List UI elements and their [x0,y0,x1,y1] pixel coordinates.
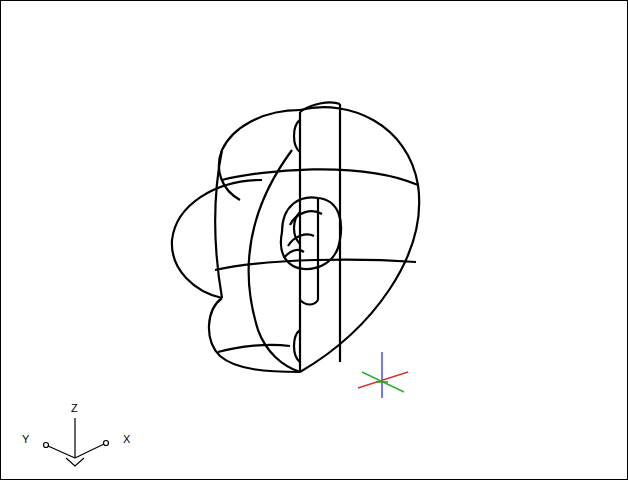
ucs-icon [44,418,109,466]
axis-label: Z [71,402,78,414]
axis-label: X [123,433,130,445]
axis-label: Y [22,433,29,445]
